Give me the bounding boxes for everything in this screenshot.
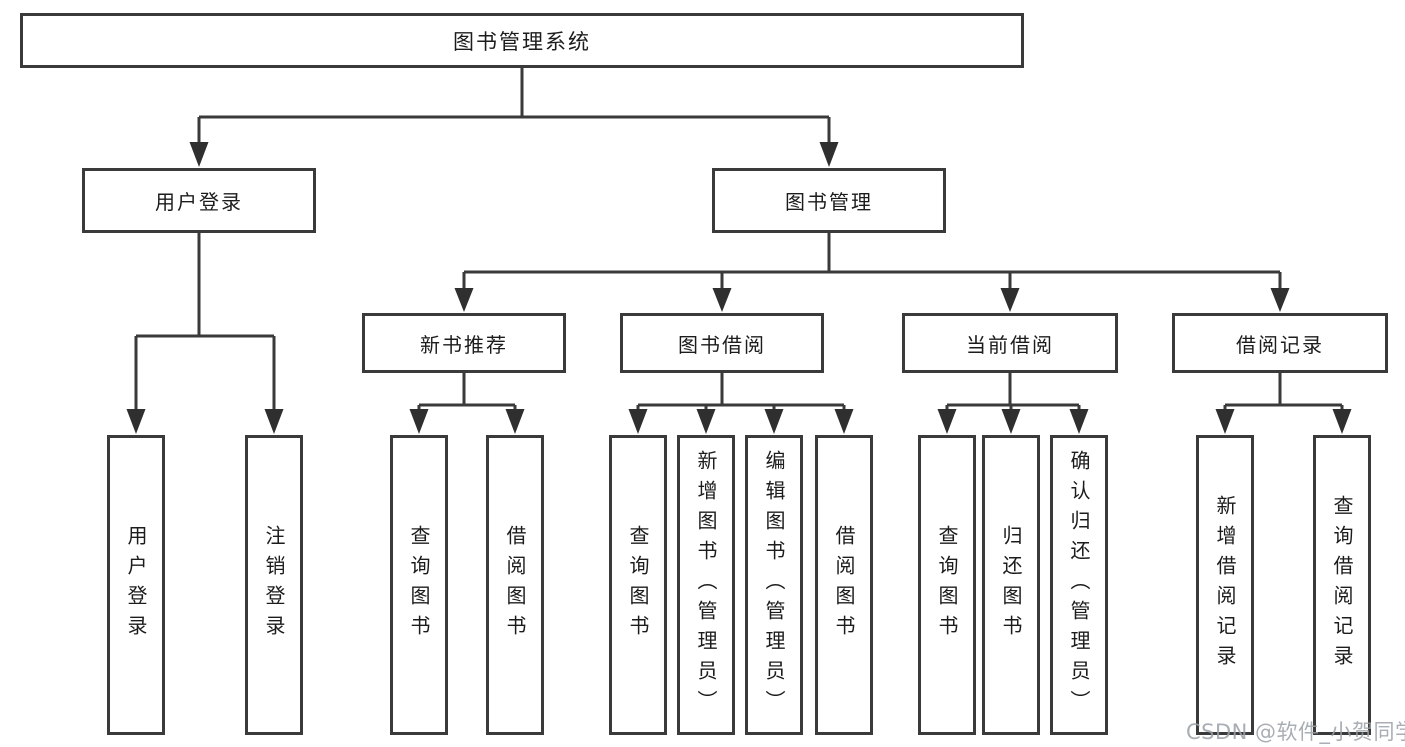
arrow-down-icon <box>454 288 474 312</box>
arrow-down-icon <box>189 142 209 167</box>
arrow-down-icon <box>819 142 839 167</box>
node-new-book-recommendation: 新书推荐 <box>362 313 566 373</box>
node-label: 图书借阅 <box>678 332 766 357</box>
connector-book-mgmt-branch <box>462 233 1282 290</box>
node-borrowing-records: 借阅记录 <box>1172 313 1388 373</box>
arrow-down-icon <box>1270 288 1290 312</box>
connector-root-branch <box>197 68 831 144</box>
node-label: 查询图书 <box>626 525 650 645</box>
node-label: 归还图书 <box>999 525 1023 645</box>
arrow-down-icon <box>1000 288 1020 312</box>
node-label: 用户登录 <box>124 525 148 645</box>
leaf-confirm-return-admin: 确认归还（管理员） <box>1050 435 1108 735</box>
leaf-add-books-admin: 新增图书（管理员） <box>677 435 735 735</box>
leaf-query-books: 查询图书 <box>390 435 448 735</box>
node-label: 借阅图书 <box>503 525 527 645</box>
connector-book-borrow-branch <box>636 373 846 411</box>
leaf-query-books: 查询图书 <box>609 435 667 735</box>
leaf-add-borrow-record: 新增借阅记录 <box>1196 435 1254 735</box>
node-label: 编辑图书（管理员） <box>762 450 786 720</box>
node-book-management: 图书管理 <box>712 168 946 233</box>
node-label: 借阅记录 <box>1236 332 1324 357</box>
csdn-watermark: CSDN @软件_小贺同学 <box>1186 720 1405 744</box>
node-library-management-system: 图书管理系统 <box>20 13 1024 68</box>
leaf-user-login: 用户登录 <box>107 435 165 735</box>
arrow-down-icon <box>264 409 284 434</box>
leaf-edit-books-admin: 编辑图书（管理员） <box>745 435 803 735</box>
leaf-return-books: 归还图书 <box>982 435 1040 735</box>
node-label: 新增借阅记录 <box>1213 495 1237 675</box>
node-label: 新增图书（管理员） <box>694 450 718 720</box>
arrow-down-icon <box>409 409 429 434</box>
connector-borrow-records-branch <box>1223 373 1344 411</box>
arrow-down-icon <box>937 409 957 434</box>
leaf-borrow-books: 借阅图书 <box>815 435 873 735</box>
node-label: 图书管理 <box>785 190 873 214</box>
node-label: 查询图书 <box>407 525 431 645</box>
node-user-login: 用户登录 <box>82 168 316 233</box>
arrow-down-icon <box>696 409 716 434</box>
arrow-down-icon <box>1001 409 1021 434</box>
connector-current-borrow-branch <box>945 373 1081 411</box>
arrow-down-icon <box>628 409 648 434</box>
connector-new-book-branch <box>417 373 517 411</box>
arrow-down-icon <box>834 409 854 434</box>
node-label: 新书推荐 <box>420 332 508 357</box>
arrow-down-icon <box>505 409 525 434</box>
node-label: 查询图书 <box>935 525 959 645</box>
arrow-down-icon <box>126 409 146 434</box>
node-label: 用户登录 <box>155 190 243 214</box>
node-label: 确认归还（管理员） <box>1067 450 1091 720</box>
node-label: 借阅图书 <box>832 525 856 645</box>
node-label: 注销登录 <box>262 525 286 645</box>
leaf-logout: 注销登录 <box>245 435 303 735</box>
leaf-query-borrow-record: 查询借阅记录 <box>1313 435 1371 735</box>
node-current-borrowing: 当前借阅 <box>902 313 1118 373</box>
node-book-borrowing: 图书借阅 <box>620 313 824 373</box>
arrow-down-icon <box>764 409 784 434</box>
arrow-down-icon <box>712 288 732 312</box>
node-label: 当前借阅 <box>966 332 1054 357</box>
leaf-query-books: 查询图书 <box>918 435 976 735</box>
arrow-down-icon <box>1069 409 1089 434</box>
node-label: 图书管理系统 <box>453 29 591 54</box>
leaf-borrow-books: 借阅图书 <box>486 435 544 735</box>
node-label: 查询借阅记录 <box>1330 495 1354 675</box>
arrow-down-icon <box>1215 409 1235 434</box>
arrowheads <box>126 142 1352 434</box>
connector-user-login-branch <box>134 233 276 412</box>
arrow-down-icon <box>1332 409 1352 434</box>
